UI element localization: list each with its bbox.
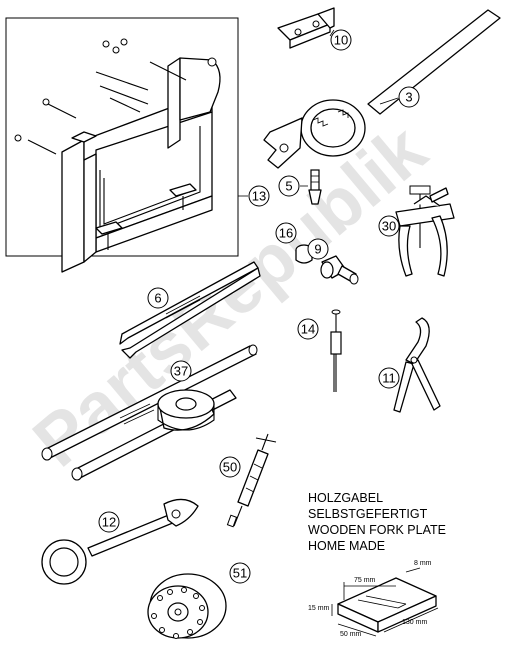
callout-16-label: 16 (279, 226, 293, 241)
callout-30-label: 30 (382, 219, 396, 234)
callout-5-label: 5 (285, 179, 292, 194)
part-14-slide-hammer[interactable] (330, 309, 342, 392)
dim-length-bottom: 130 mm (402, 619, 427, 626)
callout-51: 51 (229, 562, 251, 584)
callout-10: 10 (330, 29, 352, 51)
callout-30: 30 (378, 215, 400, 237)
callout-5: 5 (278, 175, 300, 197)
callout-12: 12 (98, 511, 120, 533)
callout-6: 6 (147, 287, 169, 309)
callout-6-label: 6 (154, 291, 161, 306)
callout-50: 50 (219, 456, 241, 478)
part-51-rotor[interactable] (147, 573, 227, 639)
callout-9-label: 9 (314, 242, 321, 257)
part-5-screw-tool[interactable] (300, 169, 322, 205)
part-13-engine-stand[interactable] (5, 17, 248, 273)
callout-14: 14 (297, 318, 319, 340)
callout-11-label: 11 (382, 371, 396, 386)
part-50-grease-syringe[interactable] (226, 433, 277, 528)
callout-37: 37 (170, 360, 192, 382)
callout-37-label: 37 (174, 364, 188, 379)
dim-height: 15 mm (308, 605, 330, 612)
note-line-2: SELBSTGEFERTIGT (308, 507, 428, 521)
dim-depth: 8 mm (414, 560, 432, 567)
part-10-bracket[interactable] (277, 7, 335, 49)
part-11-circlip-pliers[interactable] (393, 317, 441, 413)
part-37-flywheel-puller[interactable] (41, 344, 258, 481)
note-line-1: HOLZGABEL (308, 491, 383, 505)
note-line-3: WOODEN FORK PLATE (308, 523, 446, 537)
wooden-fork-plate-drawing (331, 567, 439, 637)
callout-10-label: 10 (334, 33, 348, 48)
part-12-ring-wrench[interactable] (41, 498, 199, 585)
callout-14-label: 14 (301, 322, 315, 337)
callout-3: 3 (398, 86, 420, 108)
dim-width: 50 mm (340, 631, 362, 638)
callout-51-label: 51 (233, 566, 247, 581)
wooden-fork-plate-note: HOLZGABEL SELBSTGEFERTIGT WOODEN FORK PL… (308, 491, 446, 553)
part-30-bearing-puller[interactable] (395, 185, 455, 277)
callout-16: 16 (275, 222, 297, 244)
callout-13: 13 (248, 185, 270, 207)
wooden-fork-plate-dimensions: 75 mm 8 mm 15 mm 50 mm 130 mm (308, 560, 432, 638)
callout-9: 9 (307, 238, 329, 260)
dim-length-top: 75 mm (354, 577, 376, 584)
callout-3-label: 3 (405, 90, 412, 105)
part-9-adapter[interactable] (320, 255, 359, 285)
callout-12-label: 12 (102, 515, 116, 530)
note-line-4: HOME MADE (308, 539, 385, 553)
callout-11: 11 (378, 367, 400, 389)
callout-13-label: 13 (252, 189, 266, 204)
part-6-flat-bar[interactable] (119, 261, 261, 359)
part-3-clutch-holder[interactable] (263, 9, 501, 169)
callout-50-label: 50 (223, 460, 237, 475)
